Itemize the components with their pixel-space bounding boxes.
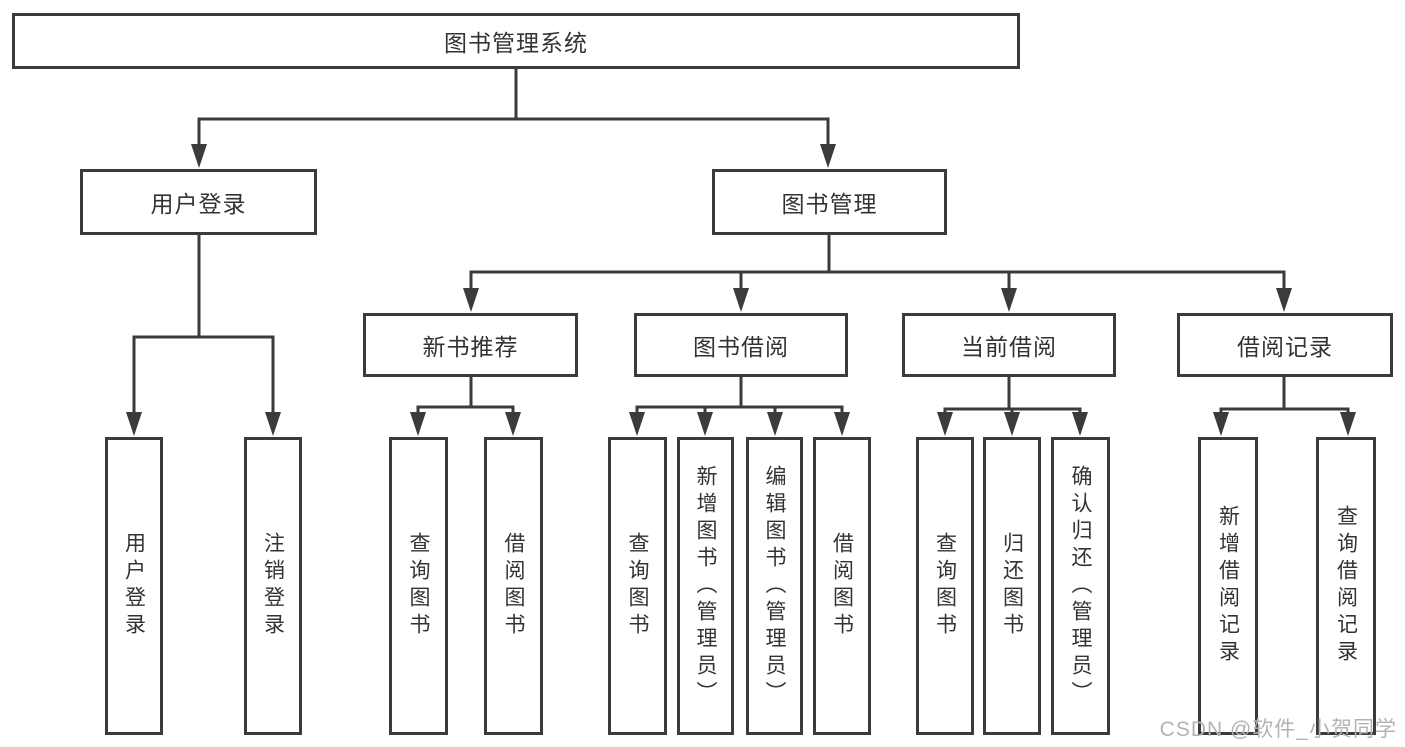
node-add-book-admin: 新增图书（管理员） xyxy=(677,437,734,735)
node-label: 借阅图书 xyxy=(502,532,525,640)
node-label: 编辑图书（管理员） xyxy=(763,464,786,708)
node-book-management: 图书管理 xyxy=(712,169,947,235)
node-edit-book-admin: 编辑图书（管理员） xyxy=(746,437,803,735)
node-borrowing-records: 借阅记录 xyxy=(1177,313,1393,377)
node-label: 用户登录 xyxy=(122,532,146,640)
node-add-borrow-record: 新增借阅记录 xyxy=(1198,437,1258,735)
node-label: 查询图书 xyxy=(933,532,957,640)
node-label: 查询图书 xyxy=(626,532,649,640)
node-query-books-borrowing: 查询图书 xyxy=(608,437,667,735)
node-label: 注销登录 xyxy=(261,532,285,640)
node-borrow-books: 借阅图书 xyxy=(813,437,871,735)
node-query-books-recommend: 查询图书 xyxy=(389,437,448,735)
node-current-borrowing: 当前借阅 xyxy=(902,313,1116,377)
node-label: 查询借阅记录 xyxy=(1334,505,1358,667)
node-borrow-books-recommend: 借阅图书 xyxy=(484,437,543,735)
node-label: 新增借阅记录 xyxy=(1216,505,1240,667)
node-logout: 注销登录 xyxy=(244,437,302,735)
node-label: 借阅图书 xyxy=(830,532,854,640)
csdn-watermark: CSDN @软件_小贺同学 xyxy=(1159,718,1397,741)
node-confirm-return-admin: 确认归还（管理员） xyxy=(1051,437,1110,735)
node-user-login-leaf: 用户登录 xyxy=(105,437,163,735)
node-label: 查询图书 xyxy=(407,532,430,640)
node-book-borrowing: 图书借阅 xyxy=(634,313,848,377)
node-new-book-recommendation: 新书推荐 xyxy=(363,313,578,377)
node-label: 新增图书（管理员） xyxy=(694,464,717,708)
node-library-management-system: 图书管理系统 xyxy=(12,13,1020,69)
node-query-books-current: 查询图书 xyxy=(916,437,974,735)
node-user-login: 用户登录 xyxy=(80,169,317,235)
node-return-books: 归还图书 xyxy=(983,437,1041,735)
node-label: 确认归还（管理员） xyxy=(1069,464,1092,708)
node-query-borrow-record: 查询借阅记录 xyxy=(1316,437,1376,735)
node-label: 归还图书 xyxy=(1000,532,1024,640)
